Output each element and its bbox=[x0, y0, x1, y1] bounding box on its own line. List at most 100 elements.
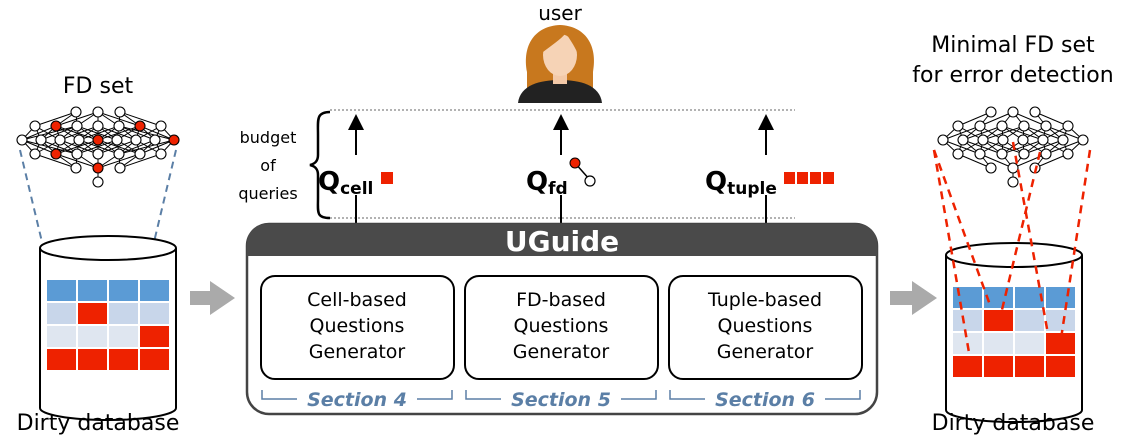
lattice-node bbox=[92, 134, 104, 146]
lattice-node bbox=[977, 134, 989, 146]
database-cylinder-icon bbox=[39, 235, 177, 421]
generator-cell-line2: Questions bbox=[310, 315, 405, 337]
db-cell bbox=[951, 285, 984, 310]
dirty-database-label-left: Dirty database bbox=[17, 411, 180, 436]
query-fd-main: Q bbox=[526, 167, 548, 197]
db-cell bbox=[951, 308, 984, 333]
lattice-node bbox=[985, 162, 997, 174]
db-cell bbox=[107, 278, 140, 303]
db-cell bbox=[982, 308, 1015, 333]
query-cell-label: Qcell bbox=[318, 167, 373, 199]
db-cell bbox=[138, 347, 171, 372]
lattice-node bbox=[114, 162, 126, 174]
db-cell bbox=[107, 347, 140, 372]
generator-tuple-line3: Generator bbox=[717, 341, 814, 363]
lattice-node bbox=[985, 106, 997, 118]
lattice-node bbox=[92, 120, 104, 132]
db-cell bbox=[76, 347, 109, 372]
lattice-node bbox=[1077, 134, 1089, 146]
user-label: user bbox=[538, 1, 582, 25]
budget-label-line3: queries bbox=[238, 184, 297, 203]
db-cell bbox=[45, 324, 78, 349]
query-tuple-label: Qtuple bbox=[705, 167, 777, 199]
lattice-node bbox=[996, 120, 1008, 132]
flow-arrow-right bbox=[890, 281, 937, 315]
lattice-node bbox=[50, 120, 62, 132]
lattice-node bbox=[70, 106, 82, 118]
section-label-6: Section 6 bbox=[715, 389, 815, 411]
generator-fd-line2: Questions bbox=[514, 315, 609, 337]
lattice-node bbox=[113, 120, 125, 132]
lattice-node bbox=[1018, 120, 1030, 132]
lattice-node bbox=[155, 120, 167, 132]
lattice-node bbox=[1057, 134, 1069, 146]
db-cell bbox=[45, 301, 78, 326]
query-tuple-row-icon bbox=[784, 172, 834, 184]
query-cell-main: Q bbox=[318, 167, 340, 197]
budget-label-line1: budget bbox=[240, 128, 297, 147]
lattice-node bbox=[1029, 106, 1041, 118]
generator-cell: Cell-based Questions Generator bbox=[260, 275, 455, 380]
lattice-node bbox=[952, 120, 964, 132]
minimal-fd-set-label-line2: for error detection bbox=[912, 63, 1113, 88]
db-cell bbox=[982, 331, 1015, 356]
db-cell bbox=[76, 324, 109, 349]
lattice-node bbox=[1007, 162, 1019, 174]
lattice-node bbox=[35, 134, 47, 146]
lattice-node bbox=[952, 148, 964, 160]
lattice-node bbox=[16, 134, 28, 146]
lattice-node bbox=[168, 134, 180, 146]
user-avatar-icon bbox=[518, 25, 602, 103]
lattice-node bbox=[130, 134, 142, 146]
generator-tuple: Tuple-based Questions Generator bbox=[668, 275, 863, 380]
generator-fd: FD-based Questions Generator bbox=[464, 275, 659, 380]
query-fd-sub: fd bbox=[548, 179, 568, 199]
lattice-node bbox=[1007, 106, 1019, 118]
section-label-4: Section 4 bbox=[307, 389, 407, 411]
db-cell bbox=[138, 301, 171, 326]
db-cell bbox=[1044, 285, 1077, 310]
database-cylinder-icon-right bbox=[945, 242, 1083, 423]
db-cell bbox=[982, 354, 1015, 379]
lattice-node bbox=[134, 148, 146, 160]
lattice-node bbox=[54, 134, 66, 146]
lattice-node bbox=[1018, 148, 1030, 160]
lattice-node bbox=[92, 106, 104, 118]
lattice-node bbox=[92, 148, 104, 160]
lattice-node bbox=[113, 148, 125, 160]
db-cell bbox=[1013, 354, 1046, 379]
query-cell-sub: cell bbox=[340, 179, 373, 199]
lattice-node bbox=[155, 148, 167, 160]
dirty-database-label-right: Dirty database bbox=[932, 411, 1095, 436]
lattice-node bbox=[937, 134, 949, 146]
lattice-node bbox=[134, 120, 146, 132]
lattice-node bbox=[996, 148, 1008, 160]
lattice-node bbox=[1040, 120, 1052, 132]
db-cell bbox=[138, 278, 171, 303]
uguide-title: UGuide bbox=[505, 225, 619, 258]
lattice-node bbox=[1007, 176, 1019, 188]
lattice-node bbox=[114, 106, 126, 118]
query-fd-label: Qfd bbox=[526, 167, 568, 199]
db-cell bbox=[951, 354, 984, 379]
db-cell bbox=[76, 301, 109, 326]
lattice-node bbox=[73, 134, 85, 146]
lattice-node bbox=[974, 148, 986, 160]
query-tuple-sub: tuple bbox=[727, 179, 777, 199]
section-label-5: Section 5 bbox=[511, 389, 611, 411]
db-cell bbox=[1013, 308, 1046, 333]
lattice-node bbox=[149, 134, 161, 146]
lattice-node bbox=[1037, 134, 1049, 146]
lattice-node bbox=[92, 162, 104, 174]
minimal-fd-lattice-icon bbox=[937, 106, 1089, 188]
db-cell bbox=[1044, 308, 1077, 333]
lattice-node bbox=[92, 176, 104, 188]
lattice-node bbox=[71, 148, 83, 160]
lattice-node bbox=[111, 134, 123, 146]
db-cell bbox=[45, 347, 78, 372]
lattice-node bbox=[29, 148, 41, 160]
budget-label-line2: of bbox=[260, 156, 276, 175]
fd-set-label: FD set bbox=[63, 74, 134, 99]
generator-cell-line1: Cell-based bbox=[307, 289, 407, 311]
lattice-node bbox=[70, 162, 82, 174]
